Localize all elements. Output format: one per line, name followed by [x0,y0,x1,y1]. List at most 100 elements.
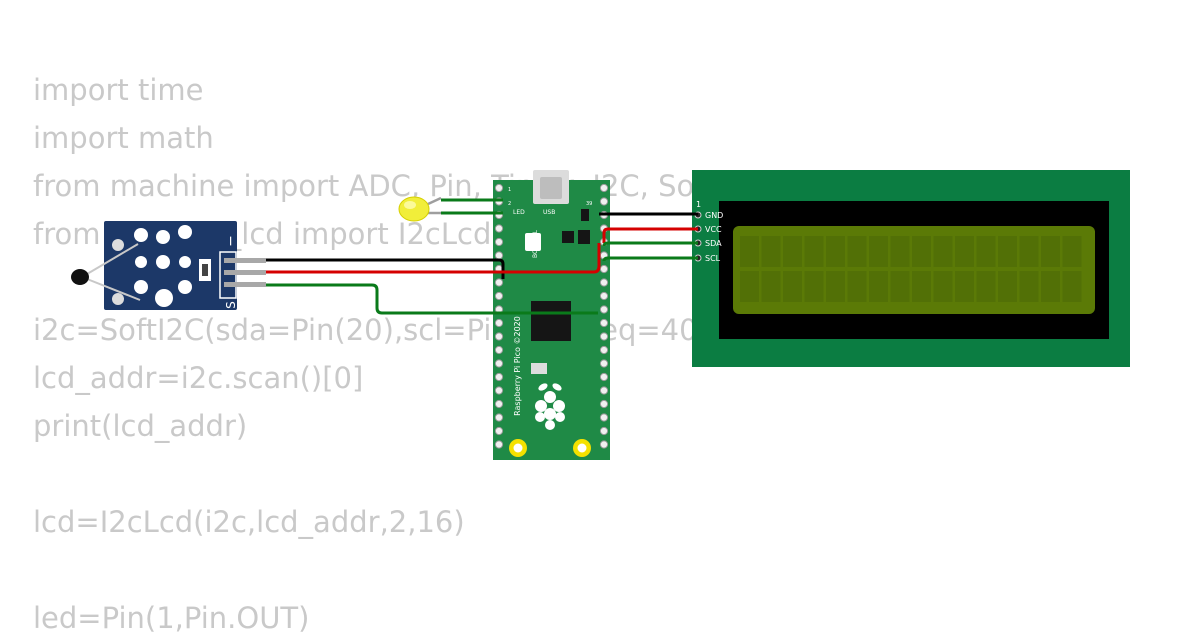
code-line: import math [33,121,214,155]
sensor-pad-7 [134,280,148,294]
pico-chip-small-1 [562,231,574,243]
pico-header-pin [494,345,504,355]
led-highlight [404,201,416,209]
lcd-char-cell [826,271,845,302]
sensor-pin-2 [224,270,266,275]
pico-mount-hole-2-inner [577,443,587,453]
lcd-char-cell [1019,236,1039,267]
pico-header-pin [494,318,504,328]
led-body [398,196,430,222]
pico-header-pin [494,278,504,287]
pico-header-pin [494,399,504,409]
sensor-pad-5 [156,255,170,269]
pico-board-name: Raspberry Pi Pico ©2020 [513,316,522,416]
pico-header-pin [599,359,609,368]
lcd-16x2-display[interactable]: 1 GND VCC SDA SCL [692,170,1130,367]
wire-sensor-signal[interactable] [266,283,598,315]
pico-header-pin [494,183,504,193]
lcd-char-cell [933,236,953,267]
pico-header-pin [599,440,609,449]
code-line: i2c=SoftI2C(sda=Pin(20),scl=Pin(21),freq… [33,313,783,347]
pico-header-pin [599,413,609,422]
pico-bootsel-button[interactable] [525,233,541,251]
wire-sensor-vcc[interactable] [266,243,601,274]
lcd-pin-sda-label: SDA [705,239,722,248]
lcd-char-cell [847,236,867,267]
pico-header-pin [494,251,504,260]
pico-header-pin [494,386,504,395]
lcd-char-cell [740,236,759,267]
wire-lcd-sda[interactable] [602,241,698,247]
pico-header-pin [599,318,609,328]
led-leg-1 [427,196,442,206]
pico-header-pin [599,386,609,395]
pico-header-pin [599,372,609,382]
lcd-char-cell [804,236,824,267]
sensor-pad-3 [178,225,192,239]
wire-sensor-gnd[interactable] [266,258,505,279]
sensor-pin-3 [224,282,266,287]
code-line: import time [33,73,204,107]
lcd-char-cell [976,271,996,302]
pico-header-pin [599,305,609,314]
lcd-character-grid [740,236,1082,302]
pico-mount-hole-1-inner [513,443,523,453]
sensor-pad-1 [134,228,148,242]
pico-pin-2-label: 2 [508,201,511,207]
lcd-char-cell [740,271,759,302]
pico-bootsel-label: BOOTSEL [532,229,539,258]
sensor-minus-label: − [223,235,239,247]
lcd-char-cell [761,271,781,302]
raspberry-pi-pico[interactable]: 1 2 39 LED USB BOOTSEL Raspberry Pi Pico… [493,170,610,460]
pico-header-pin [599,291,609,301]
sensor-pad-4 [135,256,147,268]
lcd-pin-vcc-label: VCC [705,225,722,234]
lcd-char-cell [912,236,931,267]
sensor-resistor-body [202,264,208,276]
pico-left-pin-column [494,183,504,449]
lcd-pin-scl-label: SCL [705,254,721,263]
pico-header-pin [494,372,504,382]
lcd-pin-1-label: 1 [696,200,701,209]
lcd-char-cell [912,271,931,302]
lcd-char-cell [955,236,974,267]
wire-lcd-scl[interactable] [602,256,698,262]
sensor-signal-label: S [224,301,238,309]
pico-header-pin [494,440,504,449]
code-line: print(lcd_addr) [33,409,248,443]
lcd-char-cell [976,236,996,267]
lcd-char-cell [783,236,802,267]
pico-led-label: LED [513,209,525,216]
pico-header-pin [599,345,609,355]
lcd-char-cell [783,271,802,302]
lcd-char-cell [998,236,1017,267]
lcd-char-cell [1062,236,1082,267]
lcd-char-cell [955,271,974,302]
temperature-sensor-module[interactable]: − S [71,221,266,310]
wire-lcd-vcc[interactable] [602,227,698,243]
code-line: lcd_addr=i2c.scan()[0] [33,361,364,395]
lcd-char-cell [761,236,781,267]
raspberry-logo [535,383,565,430]
lcd-char-cell [1041,236,1060,267]
sensor-pin-1 [224,258,266,263]
pico-header-pin [494,291,504,301]
pico-header-pin [599,278,609,287]
lcd-char-cell [847,271,867,302]
pico-pin-1-label: 1 [508,187,511,193]
sensor-pad-2 [156,230,170,244]
pico-chip-small-3 [581,209,589,221]
sensor-mount-hole-2 [112,293,124,305]
sensor-pad-9 [178,280,192,294]
pico-header-pin [599,197,609,206]
sensor-lead-2 [81,276,141,301]
lcd-char-cell [933,271,953,302]
thermistor-bead [71,269,89,285]
pico-header-pin [494,413,504,422]
code-line: led=Pin(1,Pin.OUT) [33,601,310,635]
wires [266,198,698,315]
pico-usb-label: USB [543,209,555,216]
yellow-led[interactable] [398,196,442,222]
